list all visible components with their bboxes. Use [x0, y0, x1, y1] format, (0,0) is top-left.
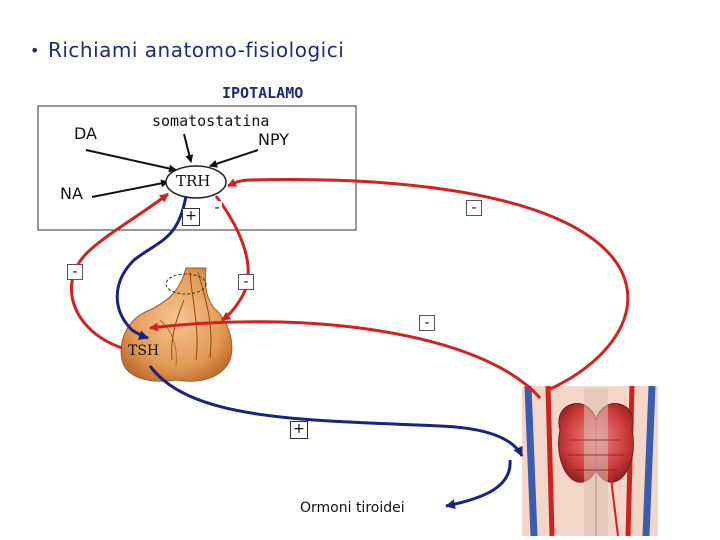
thyroid-pituitary-minus-sign: - [419, 315, 435, 331]
slide-title: • Richiami anatomo-fisiologici [30, 38, 344, 62]
hypothalamus-label: IPOTALAMO [222, 84, 304, 102]
thyroid-image [522, 385, 658, 537]
arrow-da-trh [85, 149, 177, 173]
bullet-icon: • [30, 40, 40, 60]
tsh-plus-sign: + [290, 421, 308, 439]
stimulus-tsh-thyroid [148, 365, 524, 457]
hypothalamus-feedback-minus-sign: - [466, 200, 482, 216]
feedback-thyroid-hypothalamus [227, 178, 630, 392]
input-da-label: DA [74, 124, 97, 143]
stimulus-thyroid-ormoni [445, 459, 512, 510]
feedback-pituitary-inner [214, 195, 250, 322]
trh-node [165, 165, 227, 199]
pituitary-right-minus-sign: - [238, 274, 254, 290]
ormoni-tiroidei-label: Ormoni tiroidei [300, 500, 405, 516]
trh-label: TRH [176, 172, 211, 190]
slide-title-text: Richiami anatomo-fisiologici [47, 38, 345, 62]
trh-plus-sign: + [182, 208, 200, 226]
trh-minus-sign: - [212, 201, 222, 215]
stimulus-trh-pituitary [115, 195, 188, 340]
pituitary-left-minus-sign: - [67, 264, 83, 280]
feedback-thyroid-pituitary [149, 320, 542, 399]
arrow-somato-trh [183, 133, 194, 163]
hypothalamus-box [37, 105, 357, 231]
feedback-tsh-hypothalamus [70, 192, 169, 350]
input-somatostatina-label: somatostatina [152, 112, 270, 130]
input-na-label: NA [60, 184, 83, 203]
tsh-label: TSH [128, 343, 160, 359]
input-npy-label: NPY [258, 130, 290, 149]
arrow-na-trh [91, 179, 169, 198]
arrow-npy-trh [209, 149, 259, 168]
